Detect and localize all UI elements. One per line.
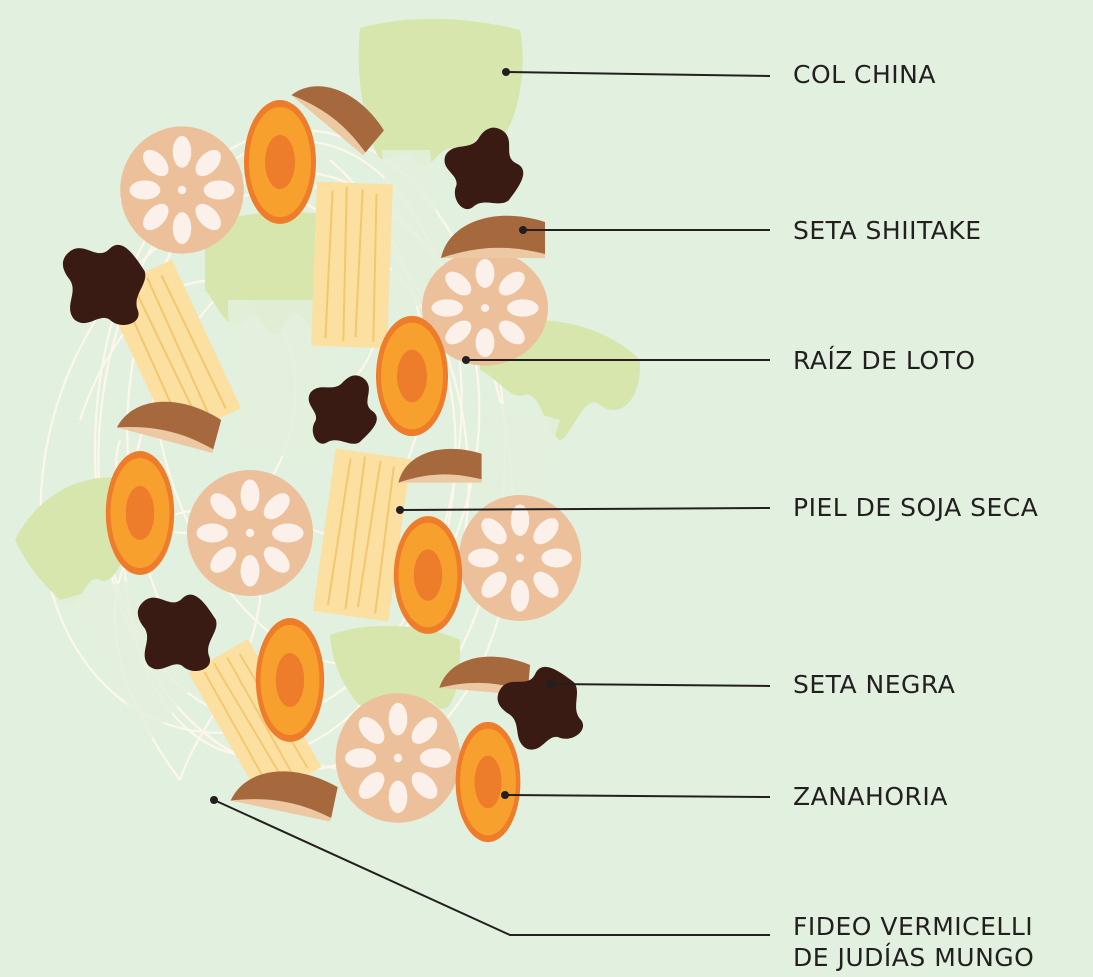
- label-carrot: ZANAHORIA: [793, 782, 948, 812]
- label-vermicelli-line2: DE JUDÍAS MUNGO: [793, 943, 1034, 973]
- label-lotus-root: RAÍZ DE LOTO: [793, 346, 976, 376]
- label-dried-tofu-skin: PIEL DE SOJA SECA: [793, 493, 1038, 523]
- label-vermicelli-line1: FIDEO VERMICELLI: [793, 912, 1033, 942]
- label-chinese-cabbage: COL CHINA: [793, 60, 936, 90]
- label-black-fungus: SETA NEGRA: [793, 670, 955, 700]
- label-shiitake: SETA SHIITAKE: [793, 216, 982, 246]
